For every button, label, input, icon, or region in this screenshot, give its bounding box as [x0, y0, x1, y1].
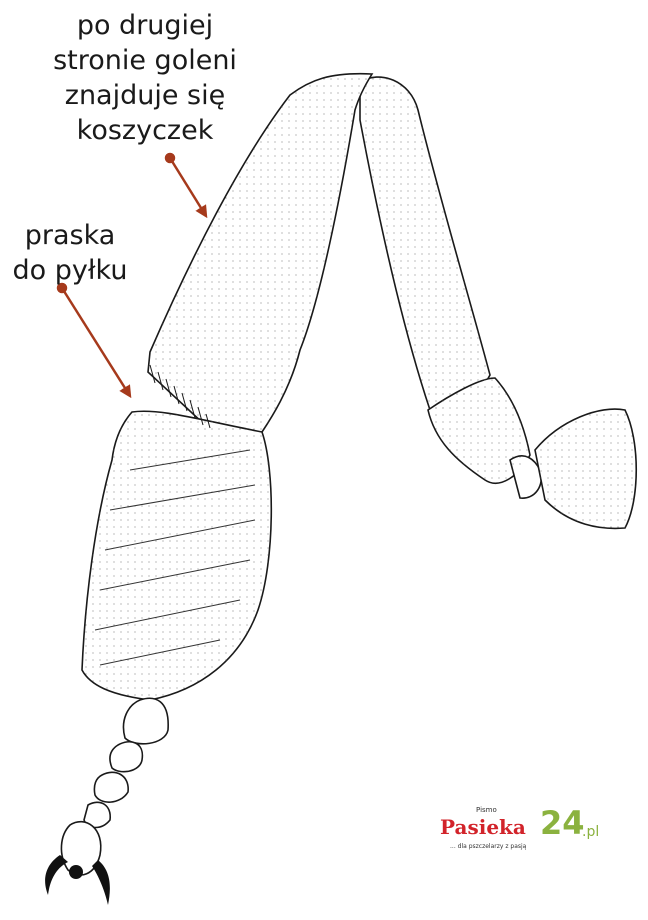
claws: [45, 855, 110, 905]
logo-number: 24: [540, 804, 585, 842]
label-line: stronie goleni: [53, 45, 237, 76]
logo-tld: .pl: [582, 824, 600, 840]
tarsus-1: [122, 697, 169, 745]
stipple-shading: [82, 73, 637, 700]
arrow-corbicula: [168, 157, 208, 219]
label-line: po drugiej: [76, 10, 214, 41]
label-line: do pyłku: [12, 255, 128, 286]
logo-small: Pismo: [476, 806, 497, 814]
pollen-comb-rows: [94, 449, 256, 666]
label-line: praska: [24, 220, 116, 251]
logo-brand: Pasieka: [440, 815, 526, 839]
arrow-pollen-press: [60, 287, 132, 399]
logo-tagline: ... dla pszczelarzy z pasją: [450, 843, 527, 850]
label-line: znajduje się: [64, 80, 226, 111]
tarsus-2: [109, 741, 144, 773]
label-line: koszyczek: [76, 115, 214, 146]
tarsus-3: [93, 771, 129, 803]
label-corbicula: po drugiej stronie goleni znajduje się k…: [30, 8, 260, 148]
rake-bristles: [149, 364, 211, 429]
pasieka24-logo: Pismo Pasieka 24 .pl ... dla pszczelarzy…: [440, 806, 645, 854]
pretarsus: [60, 820, 102, 876]
label-pollen-press: praska do pyłku: [0, 218, 140, 288]
